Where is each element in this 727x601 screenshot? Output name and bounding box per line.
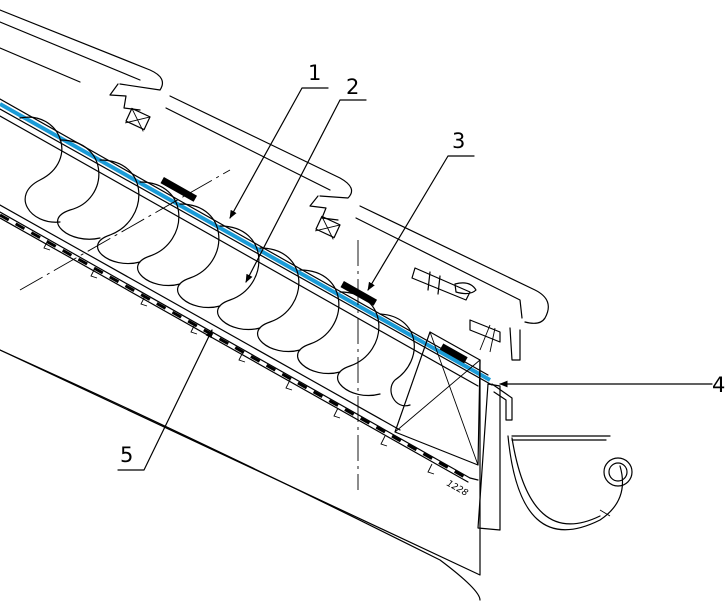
roof-tiles [0, 9, 549, 324]
callout-3: 3 [367, 129, 475, 291]
drawing-code: 1228 [445, 479, 470, 499]
callout-1: 1 [229, 61, 329, 219]
fascia-board [0, 349, 501, 601]
vapour-control-layer [0, 211, 481, 576]
callout-label: 1 [308, 61, 321, 85]
tile-battens [125, 107, 341, 240]
callout-5: 5 [117, 329, 213, 471]
center-lines [19, 169, 359, 490]
callout-label: 3 [452, 129, 465, 153]
counter-battens [160, 177, 468, 364]
callout-4: 4 [499, 373, 725, 397]
callout-label: 5 [120, 443, 133, 467]
rafter-end-block [394, 331, 481, 466]
gutter [491, 383, 633, 531]
callout-label: 4 [712, 373, 725, 397]
thermal-insulation [0, 115, 479, 431]
callout-label: 2 [346, 75, 359, 99]
eaves-ventilation-detail [411, 267, 521, 361]
callout-2: 2 [245, 75, 367, 283]
